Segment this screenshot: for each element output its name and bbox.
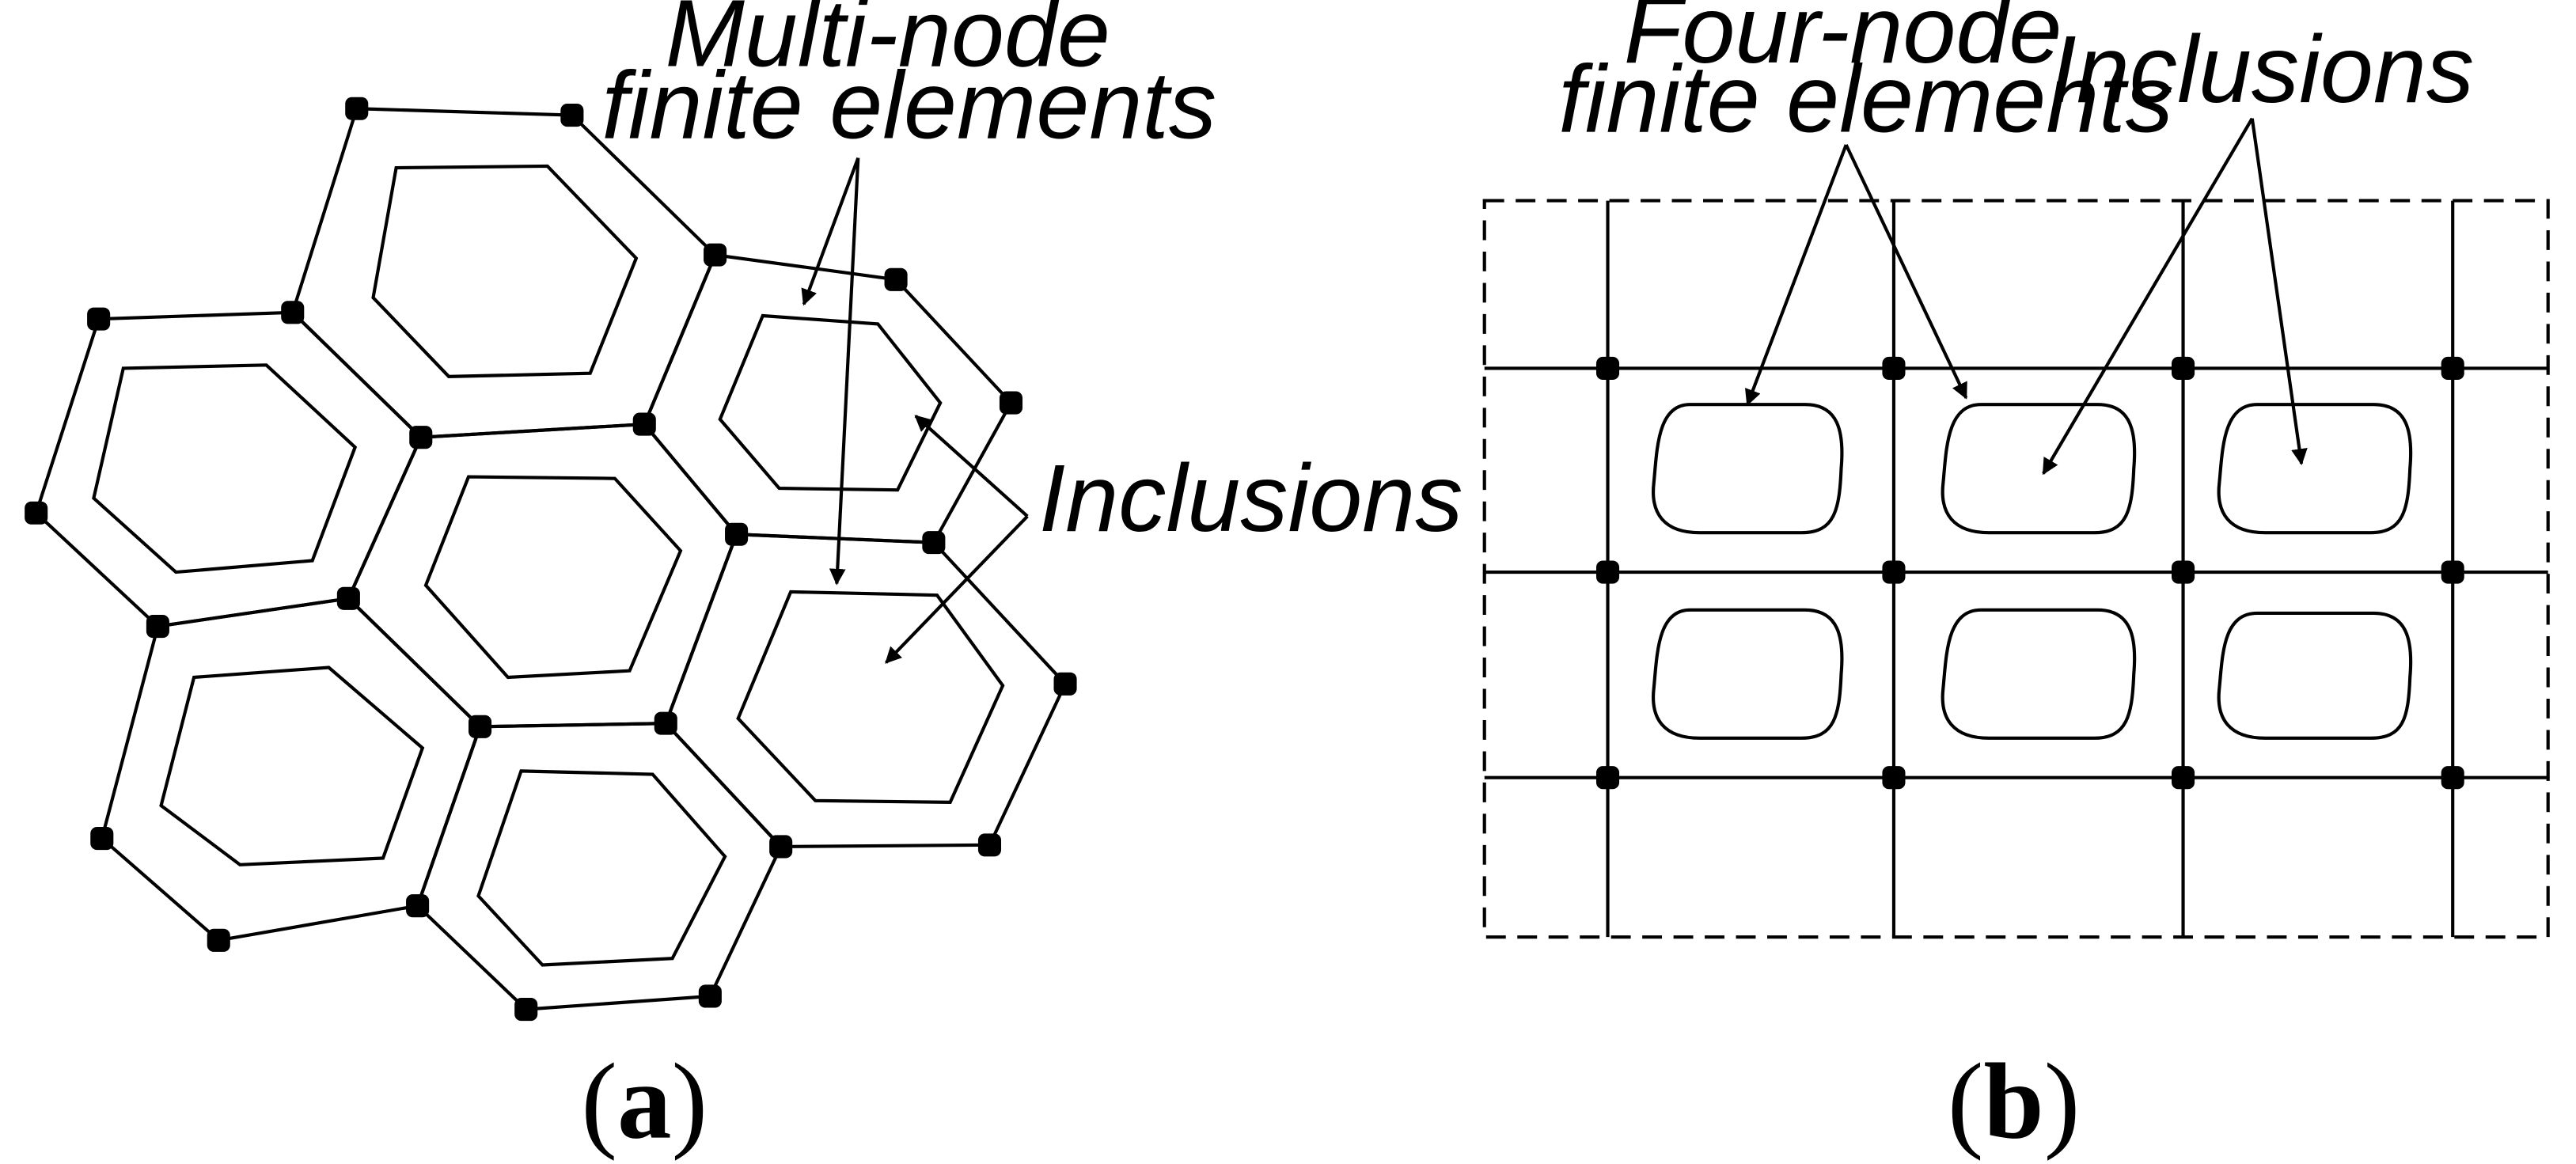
node (345, 97, 369, 120)
arrow-inclusions-2 (885, 514, 1029, 664)
inclusion-r2c3 (2217, 611, 2413, 740)
node (207, 928, 230, 952)
mesh-boundary-dashed (1482, 199, 2550, 939)
node (25, 501, 48, 525)
node (632, 412, 656, 436)
node (922, 531, 946, 555)
caption-a-close: ) (672, 1041, 708, 1162)
caption-a-open: ( (581, 1041, 617, 1162)
node (2441, 560, 2464, 584)
label-fournode-line2: finite elements (1558, 45, 2173, 152)
node (654, 711, 677, 735)
arrow-fournode-2 (1844, 144, 1968, 400)
label-multinode-line2: finite elements (601, 52, 1216, 159)
node (1882, 356, 1906, 381)
hex-inclusion-lower-left (159, 665, 425, 866)
panel-b-nodes (1595, 356, 2464, 790)
inclusion-r1c1 (1651, 403, 1844, 535)
node (1595, 766, 1620, 790)
node (769, 835, 793, 859)
node (514, 998, 538, 1022)
node (704, 243, 727, 267)
node (884, 267, 908, 291)
arrow-inclusions-b2 (2250, 118, 2308, 465)
label-inclusions-b: Inclusions (2050, 16, 2474, 123)
node (2441, 766, 2464, 790)
hex-inclusion-upper-right (718, 313, 943, 492)
label-inclusions-a: Inclusions (1039, 445, 1463, 552)
panel-a-nodes (25, 97, 1077, 1022)
inclusion-r2c1 (1651, 608, 1844, 740)
hex-element-bottom (415, 722, 783, 1011)
hex-element-upper-right (642, 252, 1014, 544)
hex-inclusion-lower-right (736, 590, 1005, 804)
node (406, 894, 430, 918)
node (1882, 766, 1906, 790)
label-multinode-line1: Multi-node (665, 0, 1110, 86)
node (1053, 672, 1077, 696)
inclusion-r1c3 (2217, 403, 2413, 535)
arrow-inclusions-b1 (2042, 117, 2254, 476)
hex-inclusion-center (423, 475, 683, 680)
node (2172, 356, 2195, 381)
inclusion-r2c2 (1941, 608, 2137, 740)
node (1595, 560, 1620, 584)
node (281, 301, 305, 324)
caption-b: (b) (1948, 1041, 2081, 1162)
node (146, 615, 169, 639)
node (698, 984, 722, 1008)
caption-b-open: ( (1948, 1041, 1984, 1162)
caption-b-close: ) (2044, 1041, 2081, 1162)
arrow-elements-2 (829, 157, 860, 586)
arrow-elements-1 (801, 157, 860, 306)
inclusion-r1c2 (1941, 403, 2137, 535)
node (560, 104, 584, 127)
node (2441, 356, 2464, 381)
caption-b-letter: b (1983, 1041, 2043, 1162)
hex-element-center (346, 422, 738, 729)
node (409, 426, 433, 449)
hex-inclusion-bottom (476, 769, 727, 967)
caption-a-letter: a (617, 1041, 672, 1162)
node (1595, 356, 1620, 381)
node (725, 522, 749, 546)
node (336, 586, 360, 610)
node (2172, 766, 2195, 790)
node (1882, 560, 1906, 584)
hex-inclusion-top (371, 164, 639, 378)
caption-a: (a) (581, 1041, 708, 1162)
panel-b-fournode-mesh: Four-node finite elements Inclusions (b) (1482, 0, 2550, 1162)
arrow-fournode-1 (1745, 144, 1848, 407)
node (2172, 560, 2195, 584)
node (87, 307, 111, 331)
panel-a-multinode-mesh: Multi-node finite elements Inclusions (a… (25, 0, 1463, 1162)
node (90, 827, 114, 851)
hex-inclusion-left (92, 363, 358, 574)
label-fournode-line1: Four-node (1624, 0, 2062, 83)
node (999, 391, 1023, 415)
node (977, 833, 1002, 857)
hex-element-left (34, 310, 423, 628)
node (469, 715, 492, 738)
arrow-inclusions-1 (914, 415, 1029, 518)
